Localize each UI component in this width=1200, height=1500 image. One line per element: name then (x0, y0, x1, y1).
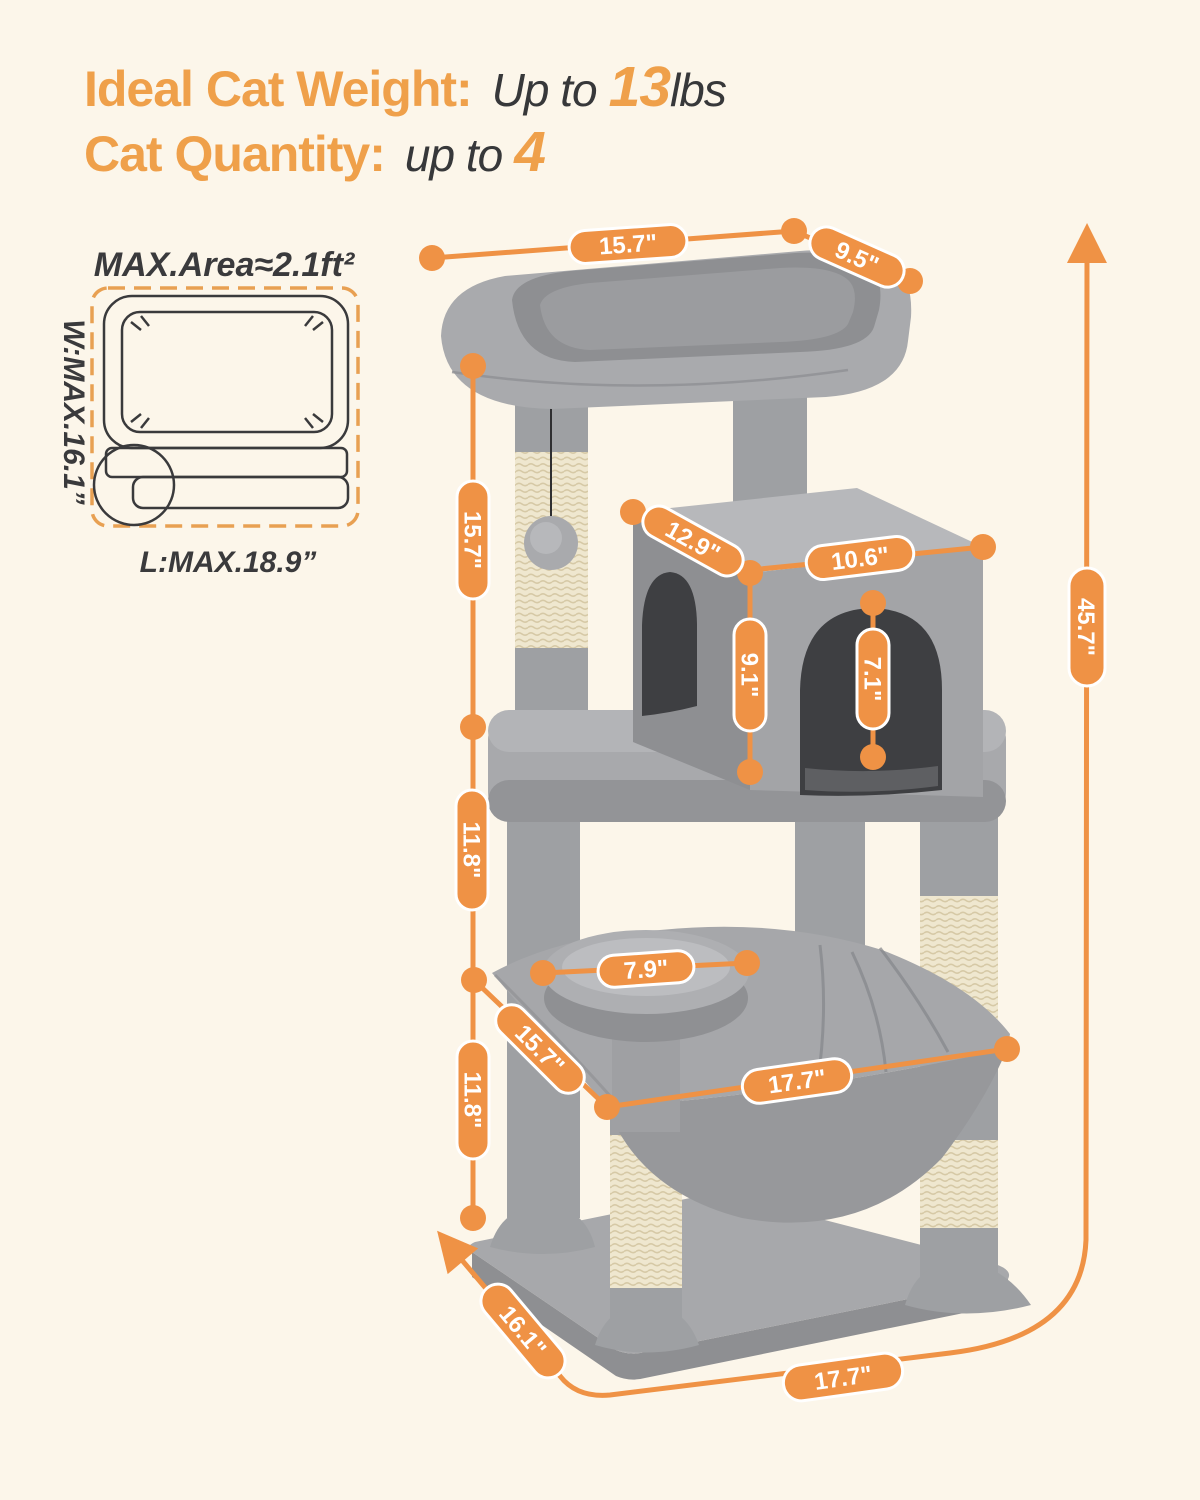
top-bed (441, 250, 912, 409)
cat-weight-label: Ideal Cat Weight: (84, 61, 473, 117)
spec-heading: Ideal Cat Weight: Up to 13 lbs Cat Quant… (84, 55, 727, 186)
dim-base-width-pill: 17.7" (781, 1351, 905, 1403)
dim-perch-diameter-text: 7.9" (623, 955, 670, 985)
dim-lower-height-pill: 11.8" (455, 1039, 491, 1161)
dim-top-bed-length-text: 15.7" (598, 230, 658, 261)
max-length-label: L:MAX.18.9” (140, 546, 317, 579)
cat-quantity-value: 4 (514, 120, 546, 184)
dimension-annotations: 15.7" 9.5" 15.7" 11.8" 11.8" 12.9" (419, 218, 1107, 1403)
dim-condo-roof-width-pill: 10.6" (804, 534, 916, 582)
cat-quantity-prefix: up to (404, 129, 503, 181)
cat-tree-illustration (441, 250, 1031, 1380)
top-view-sketch (92, 294, 350, 527)
cat-weight-line: Ideal Cat Weight: Up to 13 lbs (84, 55, 727, 121)
dim-upper-height-text: 15.7" (459, 511, 486, 569)
max-width-label: W:MAX.16.1” (57, 319, 90, 505)
dim-middle-height-pill: 11.8" (454, 788, 490, 912)
dim-total-height-text: 45.7" (1072, 598, 1099, 656)
cat-weight-prefix: Up to (491, 64, 598, 116)
dim-total-height-pill: 45.7" (1067, 566, 1107, 688)
dimension-endpoint-dots (419, 218, 1020, 1231)
max-area-title: MAX.Area≈2.1ft² (94, 246, 356, 284)
dim-perch-diameter-pill: 7.9" (596, 949, 696, 989)
dim-top-bed-length-pill: 15.7" (567, 223, 689, 265)
dim-upper-height-pill: 15.7" (455, 479, 491, 601)
cat-weight-unit: lbs (670, 64, 727, 116)
max-area-dashed-border (90, 286, 360, 528)
max-area-diagram: MAX.Area≈2.1ft² W:MAX.16.1” L:MAX.18.9” (57, 246, 360, 579)
dim-lower-height-text: 11.8" (459, 1072, 486, 1129)
cat-quantity-label: Cat Quantity: (84, 126, 386, 182)
height-contour-line (437, 223, 1107, 1398)
dim-condo-door-height-text: 7.1" (859, 657, 886, 702)
condo-left-door (642, 572, 697, 716)
dim-condo-height-text: 9.1" (736, 653, 763, 698)
dim-condo-door-height-pill: 7.1" (855, 627, 891, 731)
dim-middle-height-text: 11.8" (458, 822, 485, 879)
dim-condo-height-pill: 9.1" (732, 617, 768, 733)
dim-hammock-width-pill: 17.7" (740, 1057, 854, 1105)
cat-quantity-line: Cat Quantity: up to 4 (84, 121, 726, 186)
cat-weight-value: 13 (608, 55, 671, 119)
